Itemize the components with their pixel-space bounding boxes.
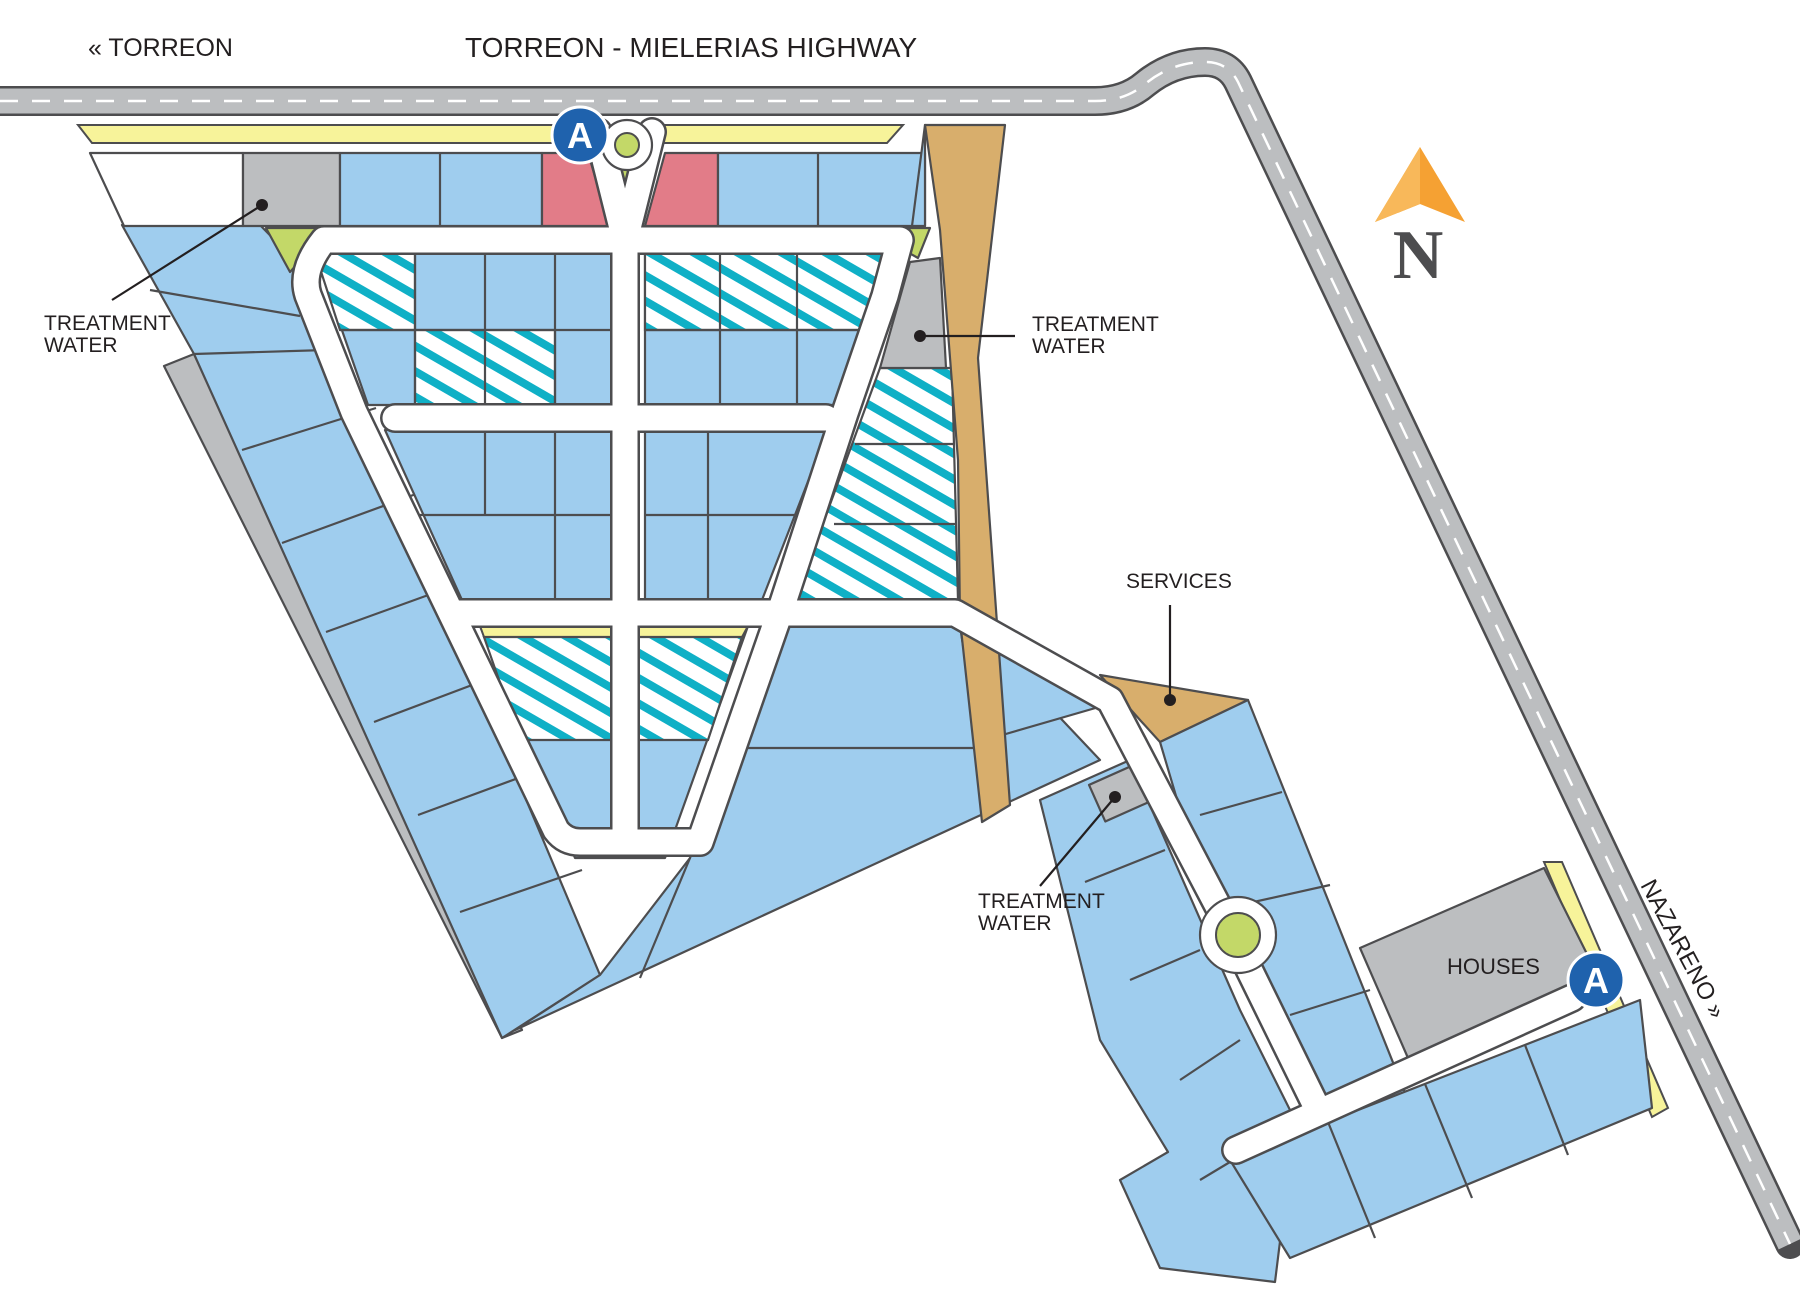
- services-strip: [923, 123, 1250, 824]
- svg-text:A: A: [567, 115, 593, 156]
- houses-label: HOUSES: [1447, 954, 1540, 979]
- access-a-icon: A: [550, 105, 610, 165]
- roundabout-north: [600, 118, 654, 172]
- treatment-water-se-label-1: TREATMENT: [978, 890, 1105, 913]
- treatment-water-ne-label-1: TREATMENT: [1032, 313, 1159, 336]
- west-zone: [120, 223, 602, 1040]
- services-label: SERVICES: [1126, 570, 1232, 593]
- highway-label: TORREON - MIELERIAS HIGHWAY: [465, 32, 918, 63]
- treatment-water-nw-label-2: WATER: [44, 334, 118, 357]
- north-arrow-icon: N: [1375, 147, 1465, 294]
- treatment-water-ne: [878, 256, 948, 370]
- north-letter: N: [1393, 217, 1444, 294]
- roundabout-south: [1198, 895, 1278, 975]
- central-blocks: [312, 248, 960, 860]
- treatment-water-se-label-2: WATER: [978, 912, 1052, 935]
- southeast-zone: [1038, 698, 1654, 1284]
- torreon-mielerias-highway: [0, 47, 1800, 1259]
- treatment-water-nw-label-1: TREATMENT: [44, 312, 171, 335]
- internal-roads: [291, 117, 1587, 1165]
- leader-lines: [111, 199, 1176, 887]
- treatment-water-ne-label-2: WATER: [1032, 335, 1106, 358]
- west-direction-label: « TORREON: [88, 34, 233, 62]
- access-a-icon: A: [1566, 950, 1626, 1010]
- north-buffer-strip-west: [75, 124, 561, 144]
- north-buffer-strip-east: [657, 124, 906, 144]
- svg-text:A: A: [1583, 960, 1609, 1001]
- treatment-water-nw: [241, 151, 342, 228]
